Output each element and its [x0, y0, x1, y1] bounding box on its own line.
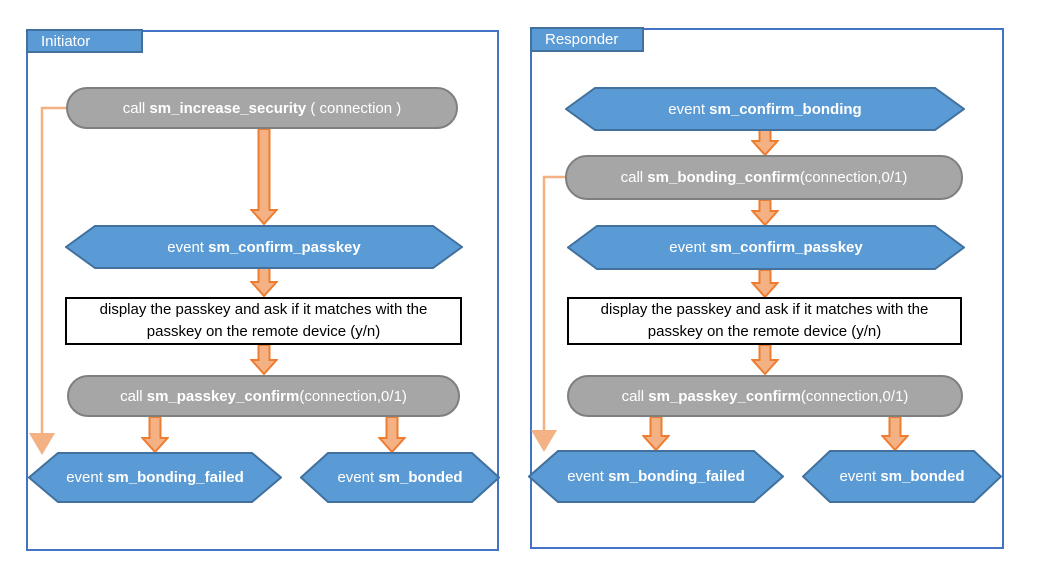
- note-text: display the passkey and ask if it matche…: [600, 301, 929, 340]
- responder-event-bonded-node: event sm_bonded: [802, 450, 1002, 503]
- responder-arrow-failed-icon: [642, 417, 670, 451]
- responder-arrow-bonded-icon: [881, 417, 909, 451]
- initiator-arrow-2-icon: [250, 268, 278, 297]
- initiator-event-bonded-node: event sm_bonded: [300, 452, 500, 503]
- initiator-elbow-arrowhead-icon: [29, 433, 55, 455]
- initiator-arrow-failed-icon: [141, 417, 169, 453]
- hexagon-shape-icon: [802, 450, 1002, 503]
- node-label: call sm_passkey_confirm(connection,0/1): [621, 387, 909, 405]
- hexagon-shape-icon: [567, 225, 965, 270]
- node-label: call sm_increase_security ( connection ): [122, 99, 402, 117]
- initiator-display-passkey-note: display the passkey and ask if it matche…: [65, 297, 462, 345]
- initiator-event-bonding-failed-node: event sm_bonding_failed: [28, 452, 282, 503]
- hexagon-shape-icon: [565, 87, 965, 131]
- hexagon-shape-icon: [65, 225, 463, 269]
- responder-call-bonding-confirm-node: call sm_bonding_confirm(connection,0/1): [565, 155, 963, 200]
- hexagon-shape-icon: [528, 450, 784, 503]
- initiator-arrow-3-icon: [250, 345, 278, 375]
- hexagon-shape-icon: [300, 452, 500, 503]
- responder-tab: Responder: [530, 27, 644, 52]
- responder-elbow-arrowhead-icon: [531, 430, 557, 452]
- responder-arrow-2-icon: [751, 200, 779, 226]
- responder-event-confirm-passkey-node: event sm_confirm_passkey: [567, 225, 965, 270]
- initiator-elbow-connector: [29, 106, 66, 455]
- responder-event-confirm-bonding-node: event sm_confirm_bonding: [565, 87, 965, 131]
- responder-elbow-connector: [531, 175, 566, 452]
- node-label: event sm_confirm_passkey: [669, 239, 863, 256]
- initiator-call-increase-security-node: call sm_increase_security ( connection ): [66, 87, 458, 129]
- node-label: event sm_bonded: [337, 469, 463, 486]
- initiator-arrow-1-icon: [250, 129, 278, 225]
- responder-event-bonding-failed-node: event sm_bonding_failed: [528, 450, 784, 503]
- node-label: event sm_confirm_passkey: [167, 238, 361, 256]
- node-label: event sm_bonding_failed: [567, 468, 745, 485]
- responder-arrow-1-icon: [751, 130, 779, 156]
- node-label: event sm_confirm_bonding: [668, 100, 862, 118]
- responder-title: Responder: [545, 31, 619, 48]
- note-text: display the passkey and ask if it matche…: [99, 301, 428, 340]
- responder-call-passkey-confirm-node: call sm_passkey_confirm(connection,0/1): [567, 375, 963, 417]
- responder-arrow-4-icon: [751, 345, 779, 375]
- node-label: event sm_bonded: [839, 468, 965, 485]
- responder-arrow-3-icon: [751, 270, 779, 298]
- node-label: call sm_bonding_confirm(connection,0/1): [620, 169, 908, 186]
- responder-display-passkey-note: display the passkey and ask if it matche…: [567, 297, 962, 345]
- initiator-call-passkey-confirm-node: call sm_passkey_confirm(connection,0/1): [67, 375, 460, 417]
- hexagon-shape-icon: [28, 452, 282, 503]
- node-label: event sm_bonding_failed: [66, 469, 244, 486]
- initiator-tab: Initiator: [26, 29, 143, 53]
- initiator-title: Initiator: [41, 32, 91, 50]
- initiator-arrow-bonded-icon: [378, 417, 406, 453]
- node-label: call sm_passkey_confirm(connection,0/1): [120, 387, 407, 405]
- initiator-event-confirm-passkey-node: event sm_confirm_passkey: [65, 225, 463, 269]
